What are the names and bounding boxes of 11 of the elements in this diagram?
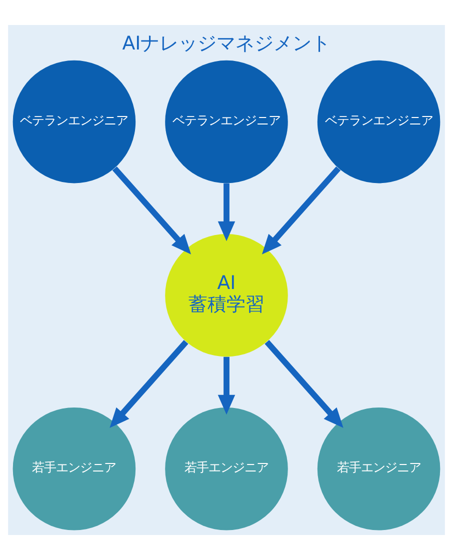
arrow: [262, 166, 341, 254]
node-circle: ベテランエンジニア: [12, 60, 136, 183]
arrow: [218, 356, 236, 414]
arrow: [218, 182, 236, 241]
arrow: [112, 166, 192, 254]
node-circle: ベテランエンジニア: [317, 60, 440, 183]
arrow: [264, 339, 344, 428]
diagram-title: AIナレッジマネジメント: [122, 32, 331, 54]
arrow: [110, 339, 188, 428]
node-circle: ベテランエンジニア: [165, 60, 288, 183]
node-circle: 若手エンジニア: [165, 407, 288, 530]
